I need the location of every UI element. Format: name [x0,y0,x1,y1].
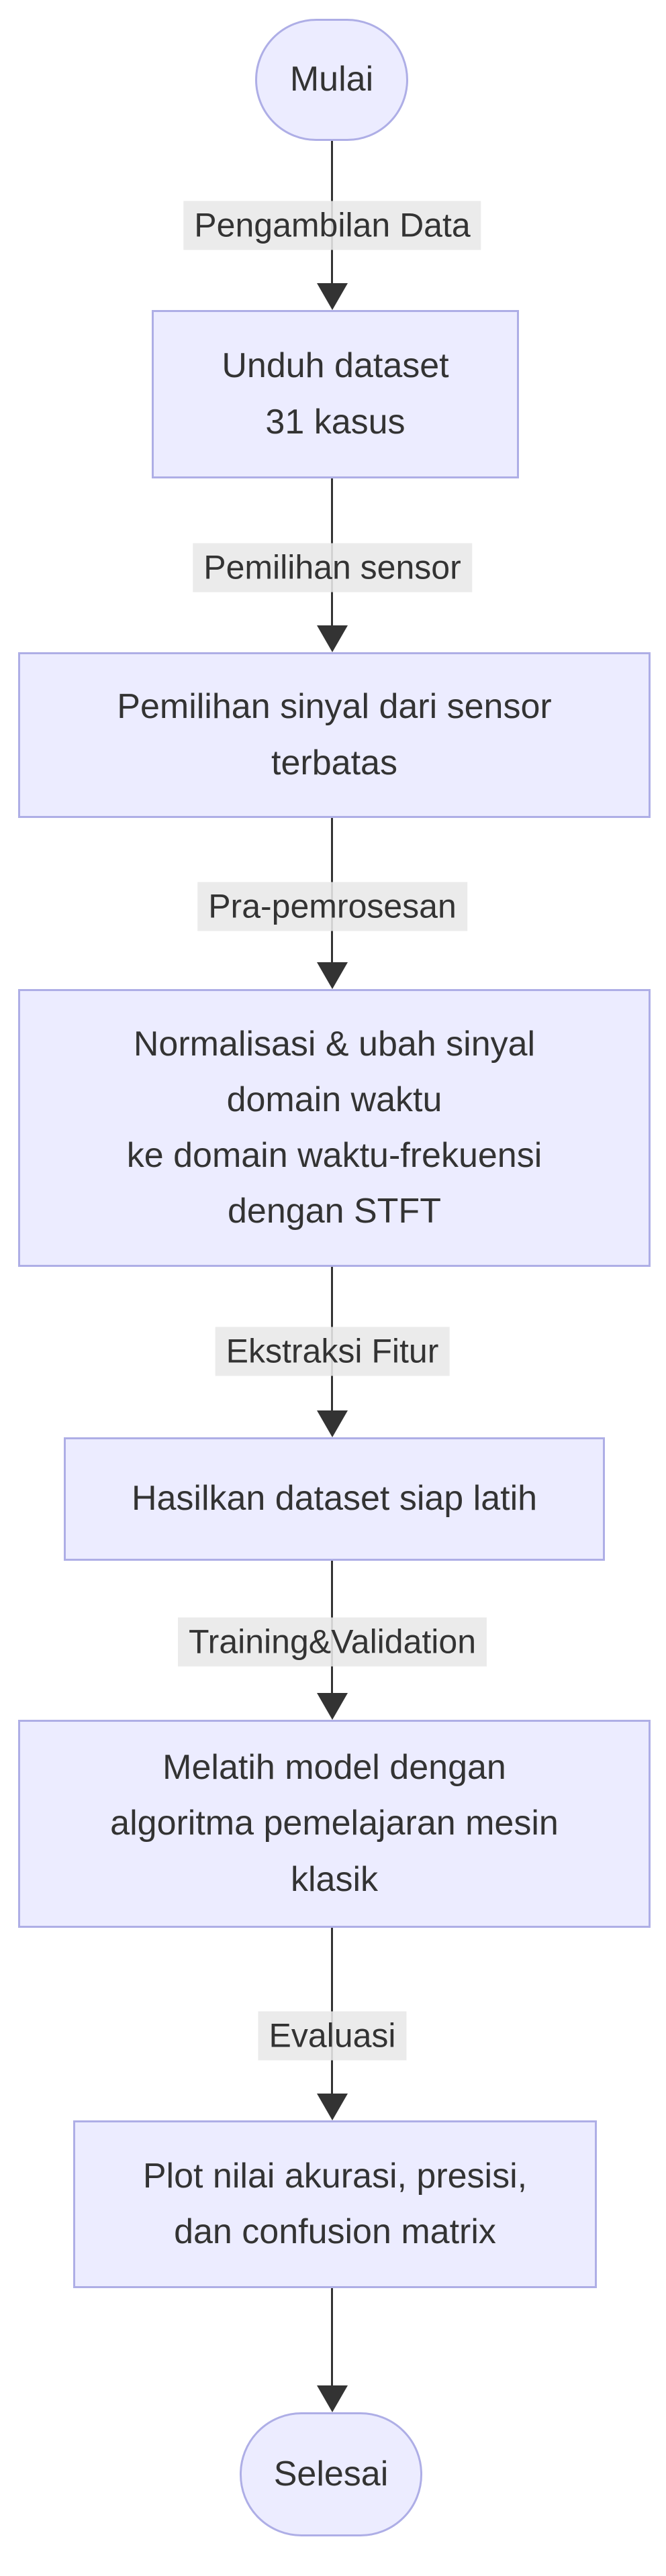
edge-label-evaluasi: Evaluasi [258,2011,407,2061]
node-label: Plot nilai akurasi, presisi, dan confusi… [142,2156,528,2251]
node-label: Unduh dataset 31 kasus [222,346,449,442]
flowchart-node-plot-evaluasi: Plot nilai akurasi, presisi, dan confusi… [73,2120,597,2288]
arrowhead-down-icon [317,1693,348,1720]
flowchart-node-unduh-dataset: Unduh dataset 31 kasus [152,310,519,478]
flowchart-node-normalisasi-stft: Normalisasi & ubah sinyal domain waktu k… [18,989,651,1267]
edge-label-pengambilan-data: Pengambilan Data [183,201,481,250]
node-label: Mulai [289,60,374,99]
flowchart-node-mulai: Mulai [255,19,408,141]
edge-label-training-validation: Training&Validation [177,1617,487,1667]
arrowhead-down-icon [317,2094,348,2120]
flowchart-node-melatih-model: Melatih model dengan algoritma pemelajar… [18,1720,651,1928]
flowchart-node-selesai: Selesai [240,2412,422,2536]
arrowhead-down-icon [317,1410,348,1437]
node-label: Pemilihan sinyal dari sensor terbatas [117,687,552,782]
arrowhead-down-icon [317,962,348,989]
flowchart-node-hasilkan-dataset: Hasilkan dataset siap latih [64,1437,605,1561]
edge-label-pemilihan-sensor: Pemilihan sensor [193,543,472,593]
arrowhead-down-icon [317,283,348,310]
flowchart-node-pemilihan-sinyal: Pemilihan sinyal dari sensor terbatas [18,652,651,818]
arrowhead-down-icon [317,625,348,652]
node-label: Melatih model dengan algoritma pemelajar… [110,1748,559,1899]
node-label: Normalisasi & ubah sinyal domain waktu k… [126,1024,542,1231]
node-label: Selesai [273,2454,389,2493]
edge-label-ekstraksi-fitur: Ekstraksi Fitur [215,1327,450,1376]
arrowhead-down-icon [317,2385,348,2412]
node-label: Hasilkan dataset siap latih [131,1479,538,1518]
edge-label-pra-pemrosesan: Pra-pemrosesan [197,882,467,931]
arrow-line [331,2288,333,2387]
